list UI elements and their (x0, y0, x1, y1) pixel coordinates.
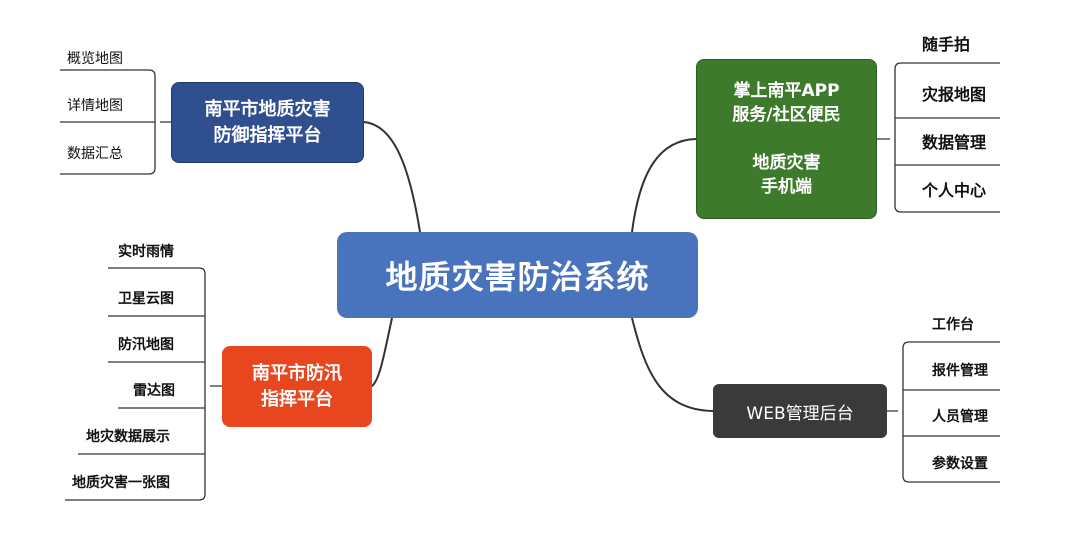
leaf-detail-map: 详情地图 (67, 98, 123, 114)
leaf-report-management: 报件管理 (932, 363, 988, 379)
central-topic: 地质灾害防治系统 (337, 232, 698, 318)
leaf-realtime-rain: 实时雨情 (118, 244, 174, 260)
branch-defense-platform: 南平市地质灾害 防御指挥平台 (171, 82, 364, 163)
central-topic-label: 地质灾害防治系统 (385, 258, 650, 296)
leaf-parameter-settings: 参数设置 (932, 456, 988, 472)
link-mobile-bracket (877, 62, 1000, 213)
leaf-overview-map: 概览地图 (67, 51, 123, 67)
branch-flood-label: 南平市防汛 指挥平台 (252, 362, 342, 410)
leaf-data-management: 数据管理 (922, 133, 987, 152)
link-center-web (631, 317, 714, 412)
link-flood-bracket (65, 267, 222, 501)
branch-web-admin: WEB管理后台 (713, 384, 887, 438)
branch-mobile-app: 掌上南平APP 服务/社区便民 地质灾害 手机端 (696, 59, 877, 219)
link-center-defense (363, 121, 421, 233)
link-center-flood (371, 317, 393, 387)
branch-defense-label: 南平市地质灾害 防御指挥平台 (204, 98, 331, 146)
leaf-staff-management: 人员管理 (932, 409, 988, 425)
leaf-geo-disaster-map: 地质灾害一张图 (72, 475, 170, 491)
link-defense-bracket (60, 69, 171, 175)
leaf-personal-center: 个人中心 (922, 181, 987, 200)
link-web-bracket (887, 341, 1000, 483)
branch-mobile-label: 掌上南平APP 服务/社区便民 地质灾害 手机端 (732, 81, 841, 197)
leaf-radar: 雷达图 (133, 383, 175, 399)
branch-web-label: WEB管理后台 (746, 403, 854, 424)
branch-flood-platform: 南平市防汛 指挥平台 (222, 346, 372, 427)
leaf-disaster-data: 地灾数据展示 (86, 429, 170, 445)
link-center-mobile (631, 138, 697, 233)
leaf-workbench: 工作台 (932, 317, 974, 333)
leaf-satellite-cloud: 卫星云图 (118, 291, 174, 307)
leaf-report-map: 灾报地图 (922, 85, 987, 104)
leaf-snapshot: 随手拍 (922, 35, 971, 54)
leaf-flood-map: 防汛地图 (118, 337, 174, 353)
leaf-data-summary: 数据汇总 (67, 146, 123, 162)
